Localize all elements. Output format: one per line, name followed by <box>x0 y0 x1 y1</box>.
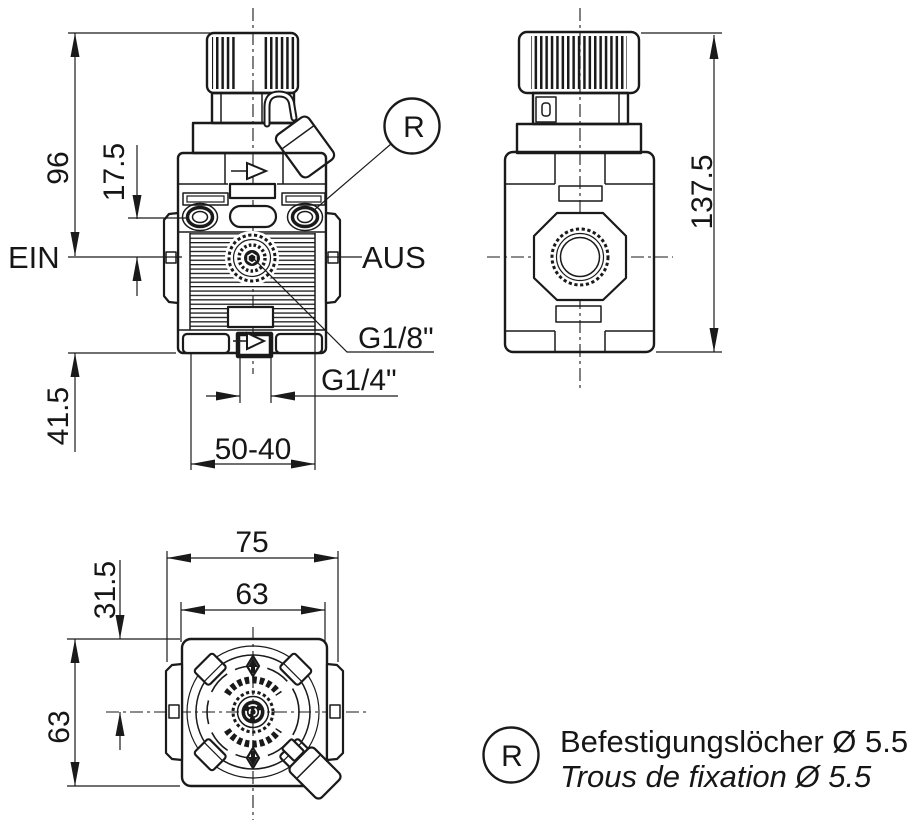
r-marker-label: R <box>403 111 425 144</box>
g18-leader-line <box>253 258 434 353</box>
r-leader-line <box>312 143 392 212</box>
front-view: R 96 17.5 EIN AUS <box>8 8 441 470</box>
dimension-137-5: 137.5 <box>641 32 722 353</box>
legend: R Befestigungslöcher Ø 5.5 Trous de fixa… <box>482 724 908 794</box>
dim-137-5-label: 137.5 <box>686 154 719 229</box>
dimension-41-5: 41.5 <box>42 352 176 452</box>
dimension-g14: G1/4" <box>206 358 398 403</box>
dimension-63-width: 63 <box>180 578 326 642</box>
outlet-port-boss <box>532 211 628 302</box>
dim-63-depth-label: 63 <box>43 710 76 743</box>
side-view: 137.5 <box>487 8 722 392</box>
dimension-96: 96 <box>42 32 228 256</box>
lock-clip <box>535 96 557 123</box>
dim-41-5-label: 41.5 <box>42 387 75 445</box>
dim-50-40-label: 50-40 <box>215 433 292 466</box>
flow-arrow-icon <box>231 161 269 181</box>
dimension-17-5: 17.5 <box>98 143 186 296</box>
adjustment-knob <box>205 31 300 95</box>
outlet-port-tab <box>324 211 342 305</box>
index-marker-top <box>245 654 261 678</box>
knurl-texture <box>212 37 237 89</box>
mounting-hole-right-icon <box>286 202 324 232</box>
padlock-top-icon <box>281 738 342 800</box>
adjustment-knob-side <box>517 30 641 95</box>
legend-r-label: R <box>501 740 523 773</box>
legend-text-fr: Trous de fixation Ø 5.5 <box>560 759 872 794</box>
side-slot <box>182 192 229 206</box>
ein-label: EIN <box>8 240 60 275</box>
aus-label: AUS <box>362 240 426 275</box>
knurl-texture <box>531 36 627 89</box>
molded-text-arc <box>224 676 282 697</box>
r-marker: R <box>482 726 540 784</box>
inlet-port-tab <box>162 211 180 305</box>
dimension-63-depth: 63 <box>43 638 180 787</box>
side-slot <box>281 192 326 206</box>
flow-arrow-icon <box>233 331 267 351</box>
capsule-window <box>228 204 278 229</box>
dim-75-label: 75 <box>235 526 268 559</box>
dim-63-width-label: 63 <box>235 578 268 611</box>
mounting-hole-left-icon <box>181 202 219 232</box>
foot-left <box>181 332 231 355</box>
outlet-port-tab-top <box>325 662 345 762</box>
knob-top-view <box>186 645 320 779</box>
label-plate <box>558 185 603 202</box>
g18-label: G1/8" <box>358 322 434 355</box>
dim-17-5-label: 17.5 <box>98 143 131 201</box>
legend-text-de: Befestigungslöcher Ø 5.5 <box>560 724 908 759</box>
molded-text-arc <box>224 727 282 748</box>
dim-31-5-label: 31.5 <box>89 561 122 619</box>
lower-window <box>226 305 275 329</box>
dimension-75: 75 <box>166 526 339 662</box>
index-marker-bottom <box>245 746 261 770</box>
bonnet-collar-side <box>515 122 643 155</box>
gauge-port-boss <box>227 233 277 283</box>
inlet-port-tab-top <box>164 662 184 762</box>
regulator-body-side <box>503 150 656 354</box>
g14-label: G1/4" <box>321 364 397 397</box>
padlock-icon <box>263 90 336 179</box>
dimension-31-5: 31.5 <box>89 560 125 750</box>
lower-plate <box>555 305 602 323</box>
label-window <box>228 182 277 200</box>
r-marker: R <box>383 97 441 155</box>
knurl-texture <box>263 37 295 89</box>
dimension-50-40: 50-40 <box>190 330 316 470</box>
bottom-view: 75 63 31.5 63 <box>43 526 368 820</box>
foot-right <box>274 332 324 355</box>
dim-96-label: 96 <box>42 151 75 184</box>
